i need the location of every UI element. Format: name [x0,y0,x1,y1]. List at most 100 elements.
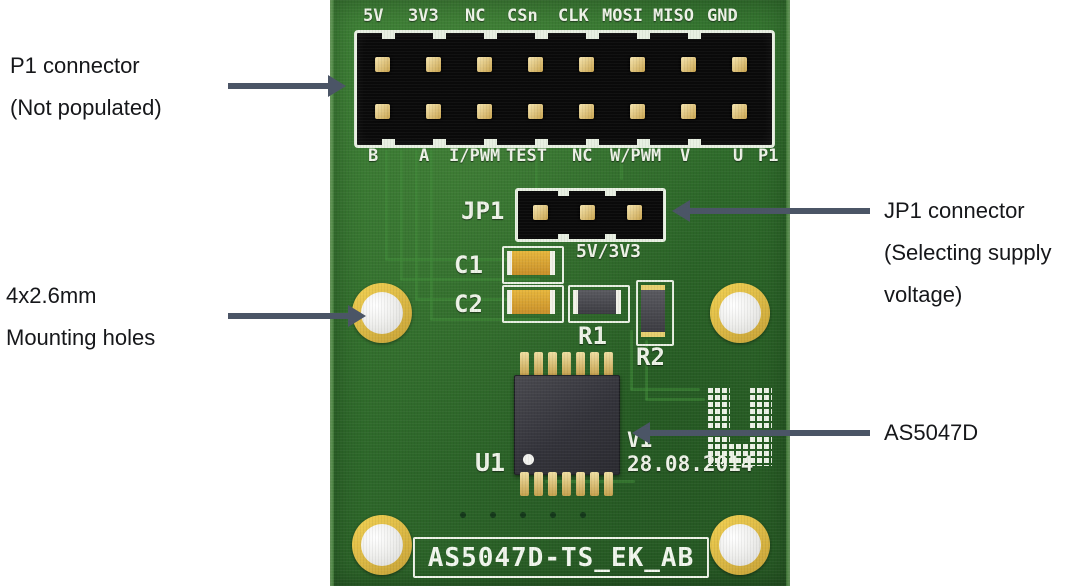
annotation-jp1-line3: voltage) [884,282,963,307]
connector-notch [484,139,497,146]
copper-trace [415,298,545,301]
p1-pad [630,57,645,72]
annotation-ic-arrow-line [650,430,870,436]
board-title-text: AS5047D-TS_EK_AB [427,542,695,573]
p1-pad [579,104,594,119]
jp1-function-label: 5V/3V3 [576,241,642,262]
annotation-p1-line1: P1 connector [10,53,140,78]
p1-designator: P1 [758,146,779,166]
ic-pin [576,352,585,376]
p1-bottom-label-v: V [680,146,691,166]
u1-ic-body [514,375,620,475]
annotation-p1-arrow-line [228,83,328,89]
ic-pin [604,352,613,376]
r1-silk-outline [568,285,630,323]
p1-bottom-label-a: A [419,146,430,166]
c2-designator: C2 [454,290,483,318]
board-edge-left [330,0,334,586]
r2-designator: R2 [636,343,665,371]
board-edge-right [786,0,790,586]
connector-notch [535,32,548,39]
annotation-holes-arrow-line [228,313,348,319]
annotation-jp1-arrow-head [672,200,690,222]
copper-trace [430,150,433,320]
connector-notch [637,139,650,146]
ic-pin [548,472,557,496]
p1-pad [681,57,696,72]
annotation-p1: P1 connector (Not populated) [10,45,162,129]
copper-trace [415,150,418,300]
ic-pin [590,472,599,496]
p1-pad [732,57,747,72]
p1-bottom-label-nc: NC [572,146,593,166]
ic-pin [562,472,571,496]
via [550,512,556,518]
r2-resistor [641,285,665,337]
p1-pad [732,104,747,119]
p1-pad [426,57,441,72]
connector-notch [558,234,569,240]
via [520,512,526,518]
via [580,512,586,518]
copper-trace [430,318,540,321]
ic-pin [534,472,543,496]
ic-pin [520,352,529,376]
p1-connector[interactable] [354,30,775,148]
p1-pad [579,57,594,72]
p1-pad [477,57,492,72]
mounting-hole-bottom-right [710,515,770,575]
pin1-marker-dot [523,454,534,465]
p1-bottom-label-test: TEST [506,146,547,166]
connector-notch [484,32,497,39]
annotation-holes-arrow-head [348,305,366,327]
annotation-holes-line2: Mounting holes [6,325,156,350]
connector-notch [382,139,395,146]
jp1-connector[interactable] [515,188,666,242]
connector-notch [433,139,446,146]
p1-bottom-label-ipwm: I/PWM [449,146,501,166]
copper-trace [535,150,538,190]
p1-pad [477,104,492,119]
connector-notch [688,32,701,39]
ams-logo [708,388,778,466]
via [490,512,496,518]
ic-pin [520,472,529,496]
p1-top-label-3v3: 3V3 [408,6,439,26]
c1-designator: C1 [454,251,483,279]
copper-trace [620,150,623,180]
jp1-pad [580,205,595,220]
p1-top-label-clk: CLK [558,6,589,26]
p1-top-label-csn: CSn [507,6,538,26]
jp1-designator: JP1 [461,197,505,225]
p1-top-label-5v: 5V [363,6,384,26]
connector-notch [586,32,599,39]
ic-pin [590,352,599,376]
connector-notch [605,190,616,196]
annotation-jp1-arrow-line [690,208,870,214]
annotation-holes: 4x2.6mm Mounting holes [6,275,155,359]
connector-notch [605,234,616,240]
copper-trace [385,150,388,260]
p1-bottom-label-b: B [368,146,379,166]
p1-pad [426,104,441,119]
annotation-jp1-line2: (Selecting supply [884,240,1052,265]
jp1-pad [533,205,548,220]
annotation-ic: AS5047D [884,412,978,454]
connector-notch [558,190,569,196]
r1-resistor [573,290,621,314]
connector-notch [535,139,548,146]
mounting-hole-bottom-left [352,515,412,575]
p1-pad [375,57,390,72]
annotation-jp1: JP1 connector (Selecting supply voltage) [884,190,1052,316]
r1-designator: R1 [578,322,607,350]
connector-notch [382,32,395,39]
annotation-p1-line2: (Not populated) [10,95,162,120]
p1-pad [375,104,390,119]
connector-notch [637,32,650,39]
via [460,512,466,518]
c2-capacitor [507,290,555,314]
board-title-box: AS5047D-TS_EK_AB [413,537,709,578]
pcb-board: 5V 3V3 NC CSn CLK MOSI MISO GND B A I/PW… [330,0,790,586]
copper-trace [385,258,535,261]
